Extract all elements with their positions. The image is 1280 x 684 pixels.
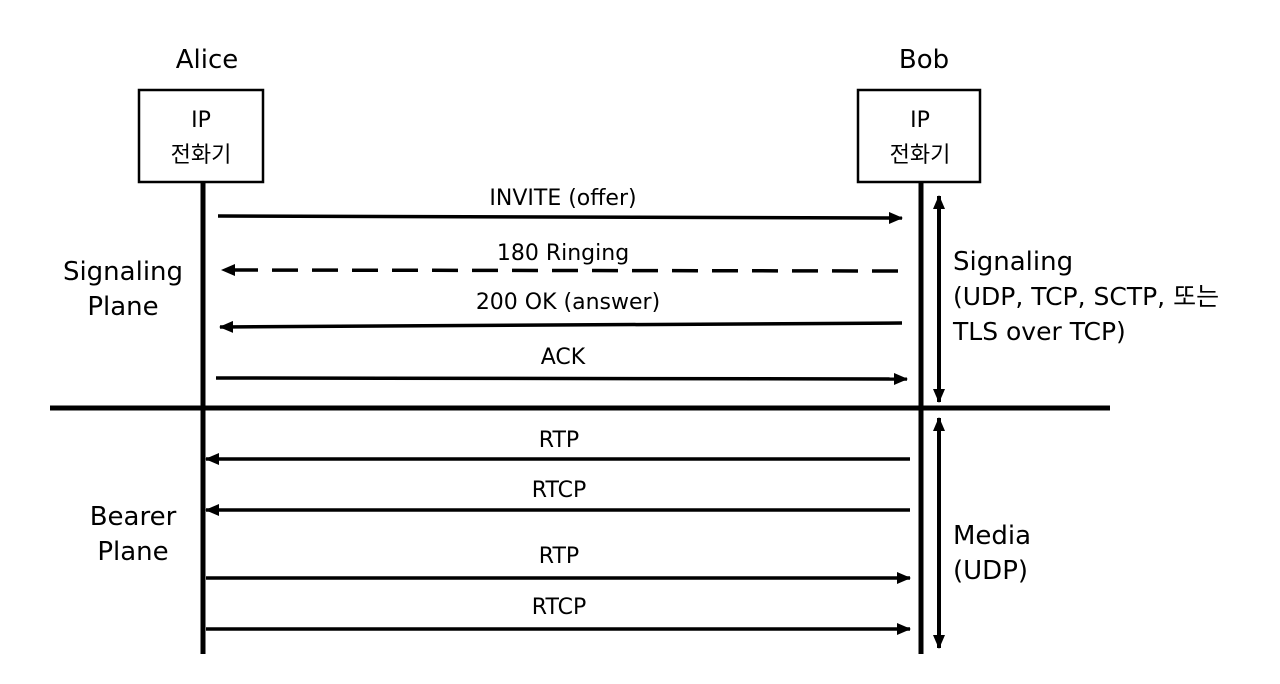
ringing-arrow [221, 264, 899, 277]
signaling-annotation-3: TLS over TCP) [952, 317, 1126, 346]
bob-device-label-2: 전화기 [890, 143, 951, 168]
ok-arrow [219, 320, 903, 333]
signaling-plane-label-2: Plane [87, 292, 158, 322]
alice-device-box [137, 88, 265, 184]
signaling-plane-label-1: Signaling [63, 257, 183, 287]
bob-name: Bob [899, 45, 949, 75]
ack-arrow [215, 372, 908, 385]
alice-device-label-1: IP [191, 108, 211, 133]
alice-name: Alice [176, 45, 239, 75]
bearer-plane-label-1: Bearer [90, 502, 177, 532]
ok-label: 200 OK (answer) [476, 290, 660, 315]
bob-device-box [856, 88, 982, 184]
bearer-plane-label-2: Plane [97, 537, 168, 567]
bob-device-label-1: IP [910, 108, 930, 133]
media-annotation-2: (UDP) [953, 556, 1028, 586]
ack-label: ACK [541, 345, 586, 370]
rtp-2-label: RTP [539, 544, 579, 569]
rtcp-2-label: RTCP [532, 595, 586, 620]
rtcp-1-label: RTCP [532, 478, 586, 503]
signaling-annotation-2: (UDP, TCP, SCTP, 또는 [953, 282, 1219, 311]
alice-device-label-2: 전화기 [171, 143, 232, 168]
rtp-1-label: RTP [539, 428, 579, 453]
signaling-annotation-1: Signaling [953, 247, 1073, 277]
invite-label: INVITE (offer) [489, 186, 636, 211]
invite-arrow [217, 211, 903, 224]
ringing-label: 180 Ringing [497, 241, 629, 266]
media-annotation-1: Media [953, 521, 1031, 551]
